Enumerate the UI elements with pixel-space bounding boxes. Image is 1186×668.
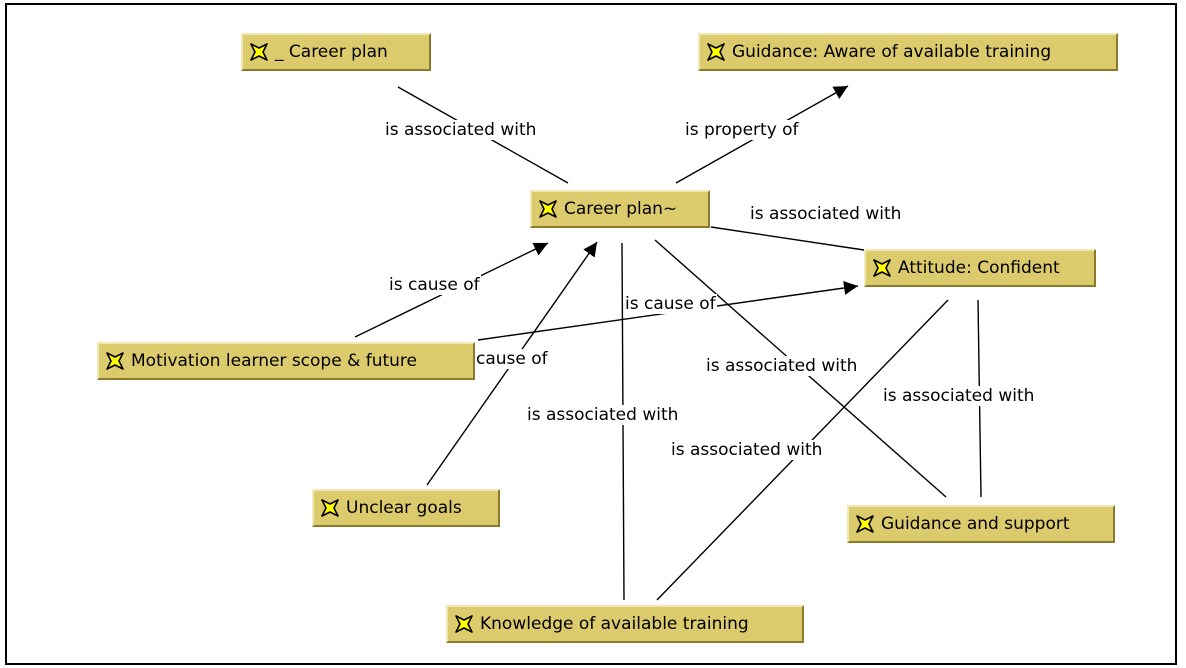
edge-cp-attitude <box>710 226 865 251</box>
node-label: Attitude: Confident <box>898 258 1060 278</box>
node-label: Career plan~ <box>564 199 678 219</box>
node-label: Guidance and support <box>881 514 1070 534</box>
node-knowledge-training[interactable]: Knowledge of available training <box>446 605 804 643</box>
edge-label: is associated with <box>749 204 903 224</box>
node-label: Motivation learner scope & future <box>131 351 418 371</box>
edge-label: is associated with <box>705 356 859 376</box>
concept-star-icon <box>106 352 124 370</box>
node-label: Unclear goals <box>346 498 462 518</box>
node-guidance-aware[interactable]: Guidance: Aware of available training <box>698 33 1118 71</box>
concept-star-icon <box>873 259 891 277</box>
node-attitude-confident[interactable]: Attitude: Confident <box>864 249 1096 287</box>
edge-label: is associated with <box>384 120 538 140</box>
edge-label: is cause of <box>624 294 717 314</box>
node-motivation[interactable]: Motivation learner scope & future <box>97 342 475 380</box>
concept-star-icon <box>539 200 557 218</box>
edge-label: is associated with <box>670 440 824 460</box>
concept-star-icon <box>321 499 339 517</box>
node-label: Guidance: Aware of available training <box>732 42 1052 62</box>
node-label: _ Career plan <box>275 42 388 62</box>
edge-label: is property of <box>684 120 800 140</box>
node-unclear-goals[interactable]: Unclear goals <box>312 489 500 527</box>
concept-star-icon <box>707 43 725 61</box>
diagram-canvas <box>5 3 1177 665</box>
concept-star-icon <box>250 43 268 61</box>
node-career-plan-top[interactable]: _ Career plan <box>241 33 431 71</box>
edge-label: is associated with <box>526 405 680 425</box>
concept-star-icon <box>856 515 874 533</box>
edge-label: is associated with <box>882 386 1036 406</box>
node-label: Knowledge of available training <box>480 614 749 634</box>
node-guidance-support[interactable]: Guidance and support <box>847 505 1115 543</box>
concept-star-icon <box>455 615 473 633</box>
node-career-plan[interactable]: Career plan~ <box>530 190 710 228</box>
edge-label: cause of <box>475 349 549 369</box>
edge-label: is cause of <box>388 275 481 295</box>
